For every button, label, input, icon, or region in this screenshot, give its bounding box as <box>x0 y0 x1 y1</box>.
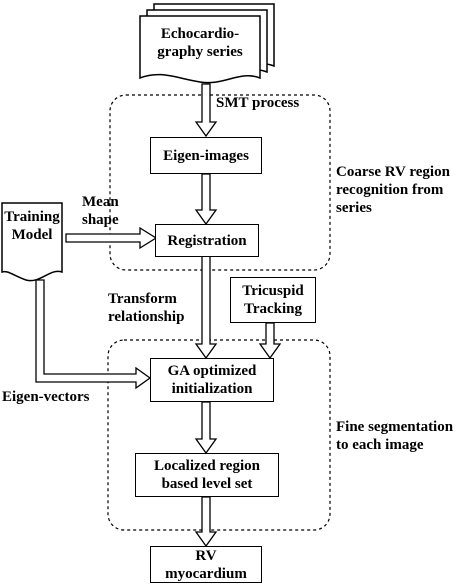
transform-line1: Transform <box>108 291 177 307</box>
coarse-group-line1: Coarse RV region <box>336 164 450 180</box>
fine-group-line1: Fine segmentation <box>336 419 454 435</box>
arrow-ga-to-levelset <box>194 401 218 455</box>
fine-group-region <box>107 339 331 531</box>
arrow-model-to-ga <box>35 279 152 390</box>
echo-series-node: Echocardio- graphy series <box>140 18 260 68</box>
tricuspid-line2: Tracking <box>243 301 303 317</box>
echo-series-doc-shape <box>139 3 275 84</box>
echo-series-line1: Echocardio- <box>160 26 240 42</box>
mean-shape-line1: Mean <box>82 194 119 210</box>
tricuspid-node: Tricuspid Tracking <box>230 277 316 323</box>
arrow-tricuspid-to-ga <box>258 322 282 360</box>
tricuspid-line1: Tricuspid <box>242 283 304 299</box>
level-set-line2: based level set <box>161 476 253 492</box>
coarse-group-label: Coarse RV region recognition from series <box>336 163 450 217</box>
level-set-line1: Localized region <box>154 458 260 474</box>
fine-group-label: Fine segmentation to each image <box>336 418 453 454</box>
smt-process-label: SMT process <box>216 94 299 112</box>
training-model-node: Training Model <box>2 205 62 247</box>
mean-shape-line2: shape <box>82 212 119 228</box>
arrow-levelset-to-rv <box>194 496 218 548</box>
training-model-line2: Model <box>11 227 53 243</box>
smt-process-text: SMT process <box>216 95 300 111</box>
coarse-group-line2: recognition from <box>336 182 444 198</box>
eigen-vectors-label: Eigen-vectors <box>2 388 89 406</box>
arrow-echo-to-eigen <box>194 83 218 138</box>
eigen-vectors-text: Eigen-vectors <box>2 389 90 405</box>
eigen-images-label: Eigen-images <box>163 147 249 164</box>
rv-myocardium-line2: myocardium <box>165 565 247 582</box>
rv-myocardium-node: RV myocardium <box>150 546 262 583</box>
training-model-doc-shape <box>1 202 63 282</box>
arrow-model-to-registration <box>65 226 158 250</box>
coarse-group-region <box>109 94 331 271</box>
training-model-line1: Training <box>4 209 60 225</box>
arrow-eigen-to-registration <box>194 173 218 226</box>
ga-init-node: GA optimized initialization <box>150 358 274 402</box>
transform-line2: relationship <box>108 309 185 325</box>
ga-init-line2: initialization <box>171 381 253 397</box>
coarse-group-line3: series <box>336 200 372 216</box>
registration-node: Registration <box>155 224 259 257</box>
echo-series-line2: graphy series <box>157 44 243 60</box>
fine-group-line2: to each image <box>336 437 424 453</box>
registration-label: Registration <box>167 232 247 249</box>
transform-label: Transform relationship <box>108 290 184 326</box>
rv-myocardium-line1: RV <box>195 547 217 564</box>
ga-init-line1: GA optimized <box>167 363 257 379</box>
eigen-images-node: Eigen-images <box>150 137 262 174</box>
level-set-node: Localized region based level set <box>135 453 279 497</box>
mean-shape-label: Mean shape <box>82 193 119 229</box>
arrow-registration-to-ga <box>194 253 218 360</box>
